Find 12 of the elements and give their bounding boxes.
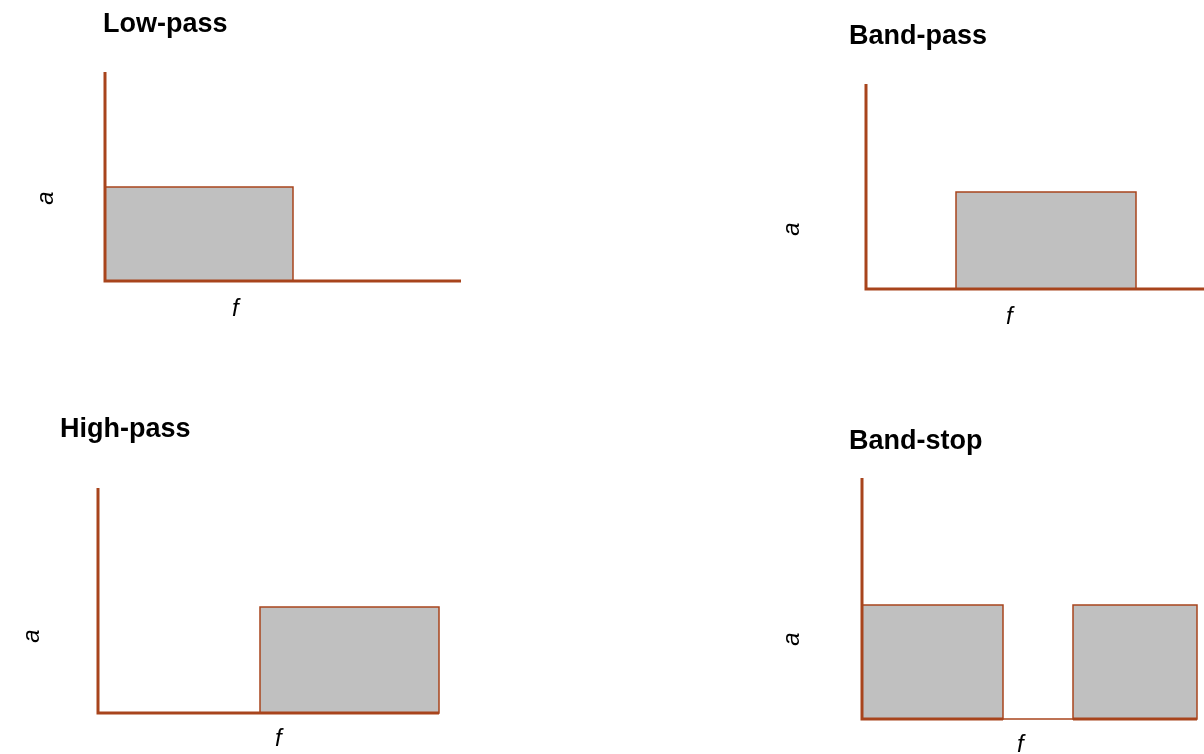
axis-label: a	[778, 222, 803, 236]
chart-title: Low-pass	[103, 10, 228, 37]
axis-label: a	[18, 629, 43, 643]
axis-label: a	[778, 632, 803, 646]
chart-title: Band-pass	[849, 22, 988, 49]
axis-label: f	[275, 726, 282, 750]
axis-label: f	[1017, 732, 1024, 754]
axis-label: a	[32, 191, 57, 205]
axis-label: f	[232, 296, 239, 320]
axis-label: f	[1006, 304, 1013, 328]
chart-title: High-pass	[60, 415, 191, 442]
chart-title: Band-stop	[849, 427, 983, 454]
